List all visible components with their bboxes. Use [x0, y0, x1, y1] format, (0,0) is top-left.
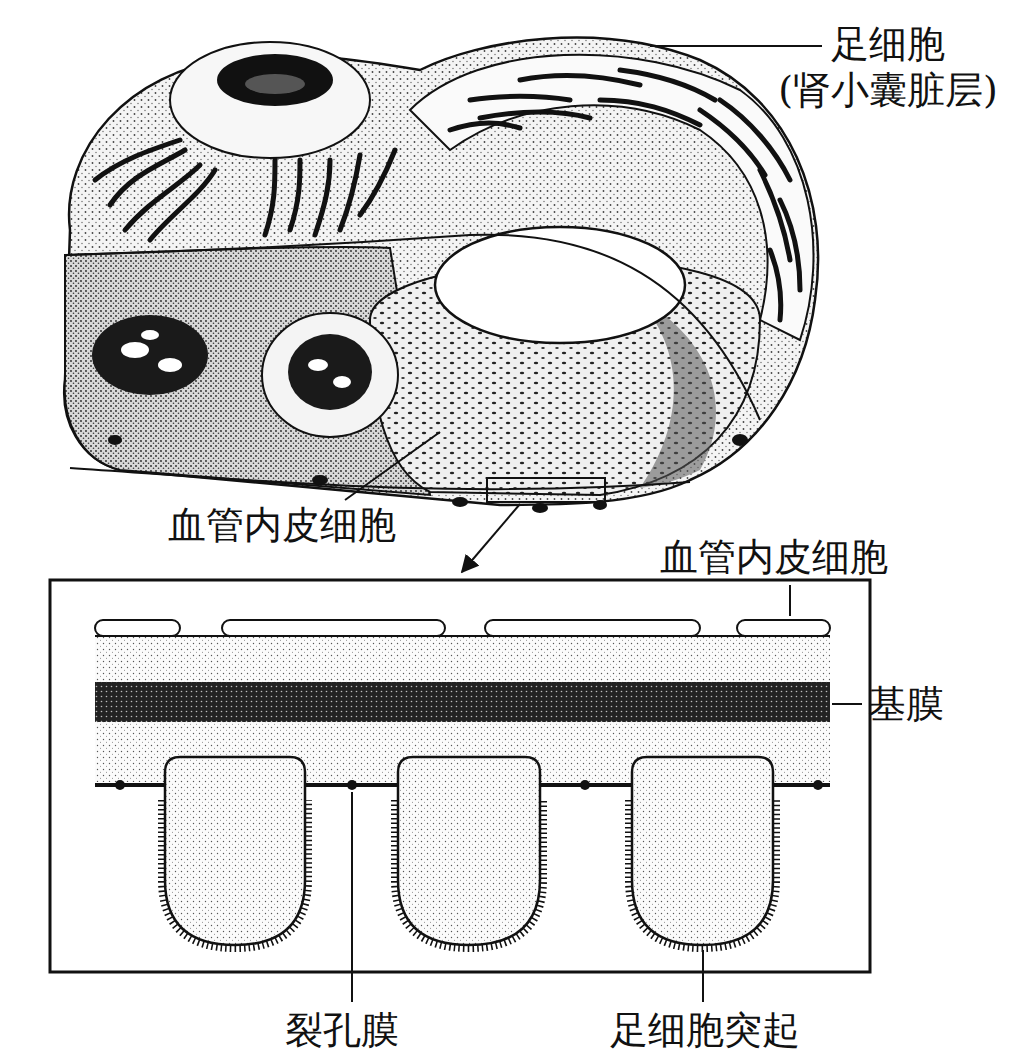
- part-label: 足细胞 (肾小囊脏层): [768, 22, 1008, 113]
- part-label: 血管内皮细胞: [168, 503, 396, 549]
- part-label: 足细胞突起: [610, 1008, 800, 1054]
- part-label: 裂孔膜: [285, 1008, 399, 1054]
- part-label: 血管内皮细胞: [660, 535, 888, 581]
- part-label: 基膜: [868, 682, 944, 728]
